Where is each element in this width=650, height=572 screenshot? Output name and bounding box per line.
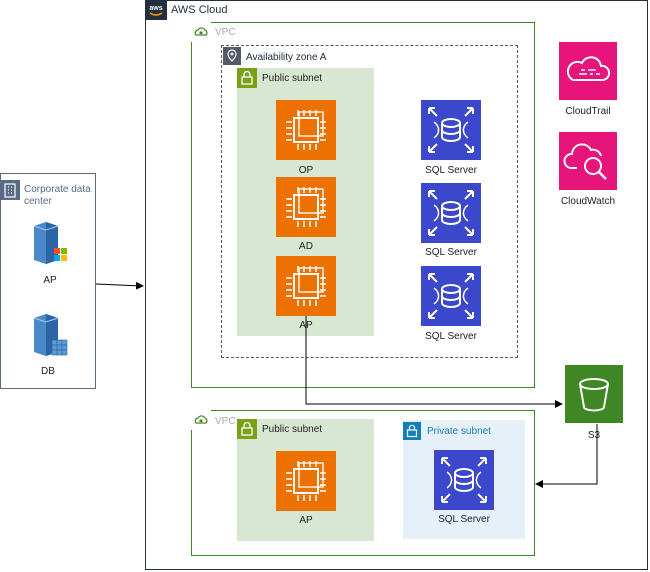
vpc-bottom-group <box>191 410 535 556</box>
ec2-instance-icon <box>276 100 336 160</box>
svg-text:aws: aws <box>149 5 162 12</box>
aws-logo-icon: aws <box>145 0 167 20</box>
ec2-ad-label: AD <box>299 241 313 252</box>
ap-to-s3-arrow <box>305 316 563 408</box>
vpc-top-title: VPC <box>215 27 236 38</box>
cloudtrail-label: CloudTrail <box>565 106 611 117</box>
sql-server-icon <box>421 100 481 160</box>
cloudtrail-icon <box>559 42 617 100</box>
database-server-icon <box>30 312 70 358</box>
vpc-bottom-title: VPC <box>215 416 236 427</box>
ec2-ap-bottom-label: AP <box>299 515 313 526</box>
building-icon <box>0 180 20 200</box>
lock-icon <box>237 68 257 88</box>
corporate-data-center-title: Corporate data center <box>24 184 91 207</box>
sql-server-label: SQL Server <box>425 247 477 258</box>
corporate-db-label: DB <box>41 366 55 377</box>
windows-server-icon <box>30 220 70 266</box>
corporate-data-center-group <box>0 173 96 389</box>
corporate-ap-label: AP <box>43 275 57 286</box>
availability-zone-title: Availability zone A <box>246 52 327 63</box>
corporate-to-aws-arrow <box>95 281 144 290</box>
location-pin-icon <box>223 47 241 65</box>
lock-icon <box>403 422 421 440</box>
vpc-cloud-icon <box>191 22 211 42</box>
aws-cloud-title: AWS Cloud <box>171 4 228 16</box>
availability-zone-group <box>221 45 518 358</box>
vpc-top-group <box>191 22 535 388</box>
s3-bucket-icon <box>565 365 623 423</box>
private-subnet-title: Private subnet <box>427 426 491 437</box>
sql-server-label: SQL Server <box>425 331 477 342</box>
sql-server-icon <box>421 266 481 326</box>
aws-cloud-group <box>145 0 648 570</box>
private-sql-server-label: SQL Server <box>438 514 490 525</box>
cloudwatch-icon <box>559 132 617 190</box>
ec2-op-label: OP <box>298 165 314 176</box>
sql-server-icon <box>434 450 494 510</box>
vpc-cloud-icon <box>191 410 211 430</box>
s3-label: S3 <box>587 430 601 441</box>
public-subnet-bottom-title: Public subnet <box>262 424 323 435</box>
sql-server-label: SQL Server <box>425 165 477 176</box>
sql-server-icon <box>421 183 481 243</box>
lock-icon <box>237 419 257 439</box>
s3-to-private-sql-arrow <box>535 424 598 488</box>
ec2-instance-icon <box>276 177 336 237</box>
ec2-instance-icon <box>276 256 336 316</box>
ec2-instance-icon <box>276 451 336 511</box>
public-subnet-top-title: Public subnet <box>262 73 323 84</box>
cloudwatch-label: CloudWatch <box>560 196 616 207</box>
